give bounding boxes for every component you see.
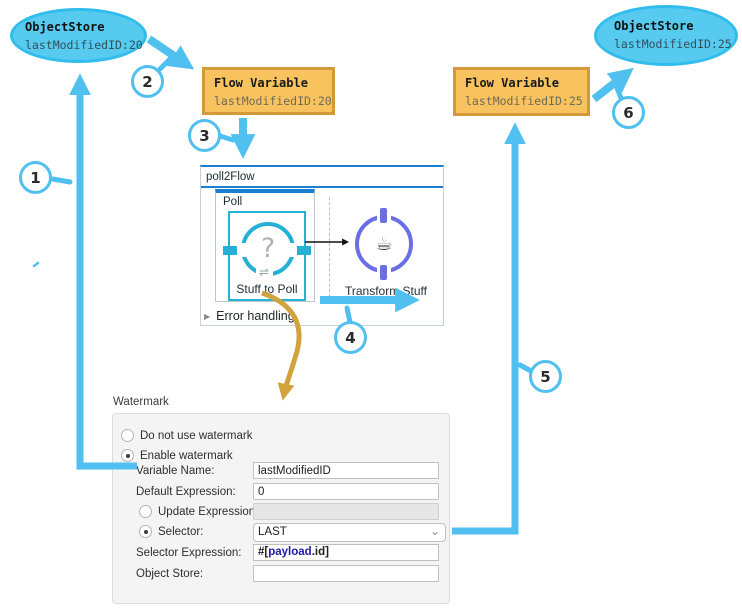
flow-variable-after-value: lastModifiedID:25 (465, 94, 583, 108)
source-node[interactable]: ? ⇌ Stuff to Poll (223, 211, 311, 301)
error-handling-section[interactable]: ▶ Error handling (204, 309, 295, 323)
objectstore-before-value: lastModifiedID:20 (25, 38, 143, 52)
transform-bottom-port-icon (380, 265, 387, 280)
selector-dropdown-value: LAST (258, 526, 287, 538)
stray-mark (32, 261, 40, 268)
arrow-step6 (591, 67, 634, 103)
step-badge-1: 1 (19, 161, 52, 194)
watermark-panel: Do not use watermark Enable watermark Va… (112, 413, 450, 604)
flow-variable-before-value: lastModifiedID:20 (214, 94, 332, 108)
watermark-section-title: Watermark (113, 396, 169, 408)
poll-scope-label: Poll (223, 196, 243, 208)
question-mark-icon: ? (260, 232, 276, 264)
objectstore-before-title: ObjectStore (25, 20, 105, 34)
expression-variable: payload (268, 546, 312, 558)
flow-header-divider (201, 186, 443, 188)
update-expression-label: Update Expression: (158, 506, 259, 518)
flow-title: poll2Flow (206, 171, 255, 183)
java-coffee-icon: ☕ (375, 233, 393, 255)
selector-expression-label: Selector Expression: (136, 547, 242, 559)
tail-step2 (157, 56, 173, 72)
radio-do-not-use-watermark[interactable] (121, 429, 134, 442)
source-bottom-gap (256, 266, 273, 277)
tail-step1 (50, 176, 73, 185)
objectstore-before: ObjectStore lastModifiedID:20 (10, 8, 147, 63)
chevron-down-icon: ⌄ (429, 524, 440, 538)
step-badge-3: 3 (188, 119, 221, 152)
objectstore-after: ObjectStore lastModifiedID:25 (594, 5, 738, 66)
step-badge-2: 2 (131, 65, 164, 98)
selector-dropdown[interactable]: LAST ⌄ (253, 523, 446, 542)
flow-variable-after: Flow Variable lastModifiedID:25 (453, 67, 590, 116)
step-badge-4: 4 (334, 321, 367, 354)
radio-update-expression[interactable] (139, 505, 152, 518)
source-left-gap (236, 243, 246, 257)
transform-top-port-icon (380, 208, 387, 223)
source-right-gap (290, 243, 300, 257)
source-outbound-port-icon (297, 246, 311, 255)
arrow-step2 (146, 35, 195, 70)
flow-drop-divider (329, 197, 330, 297)
source-inbound-port-icon (223, 246, 237, 255)
objectstore-after-value: lastModifiedID:25 (614, 37, 732, 51)
default-expression-label: Default Expression: (136, 486, 236, 498)
error-handling-label: Error handling (216, 309, 295, 323)
disclosure-triangle-icon[interactable]: ▶ (204, 311, 211, 321)
radio-enable-watermark[interactable] (121, 449, 134, 462)
flow-variable-before: Flow Variable lastModifiedID:20 (202, 67, 335, 115)
selector-label: Selector: (158, 526, 204, 538)
flow-variable-before-title: Flow Variable (214, 76, 308, 90)
transform-node-label: Transform Stuff (344, 284, 428, 298)
tail-step6 (614, 85, 624, 101)
expression-prefix: #[ (258, 546, 269, 558)
source-node-label: Stuff to Poll (236, 282, 298, 296)
variable-name-input[interactable] (253, 462, 439, 479)
objectstore-after-title: ObjectStore (614, 19, 694, 33)
default-expression-input[interactable] (253, 483, 439, 500)
arrow-step5 (452, 122, 526, 535)
step-badge-5: 5 (529, 360, 562, 393)
enable-watermark-label: Enable watermark (140, 450, 233, 462)
poll2flow-canvas: poll2Flow Poll ? ⇌ Stuff to Poll ☕ (200, 165, 444, 326)
arrow-step1 (69, 73, 137, 470)
update-expression-input (253, 503, 439, 520)
exchange-icon: ⇌ (259, 265, 270, 279)
selector-expression-input[interactable]: #[payload.id] (253, 544, 439, 561)
object-store-input[interactable] (253, 565, 439, 582)
object-store-label: Object Store: (136, 568, 204, 580)
flow-variable-after-title: Flow Variable (465, 76, 559, 90)
poll-scope: Poll ? ⇌ Stuff to Poll (215, 189, 315, 302)
variable-name-label: Variable Name: (136, 465, 215, 477)
radio-selector[interactable] (139, 525, 152, 538)
expression-suffix: .id] (311, 546, 329, 558)
step-badge-6: 6 (612, 96, 645, 129)
do-not-use-watermark-label: Do not use watermark (140, 430, 253, 442)
tail-step3 (217, 133, 236, 143)
